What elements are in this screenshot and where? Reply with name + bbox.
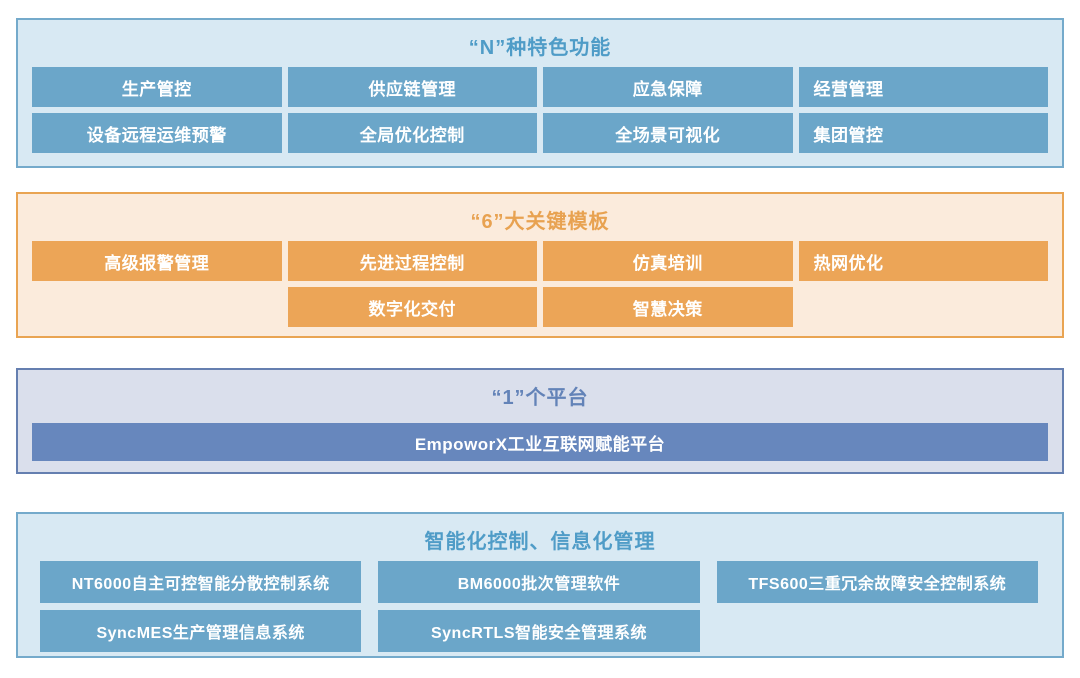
feature-box-group-control: 集团管控 xyxy=(798,113,1048,153)
featured-functions-title: “N”种特色功能 xyxy=(468,37,612,59)
template-box-advanced-process-control: 先进过程控制 xyxy=(287,241,537,281)
feature-box-emergency-support: 应急保障 xyxy=(543,67,793,107)
feature-box-global-optimization: 全局优化控制 xyxy=(287,113,537,153)
feature-box-production-control: 生产管控 xyxy=(32,67,282,107)
systems-grid: NT6000自主可控智能分散控制系统 BM6000批次管理软件 TFS600三重… xyxy=(18,561,1062,652)
feature-box-panorama-visualization: 全场景可视化 xyxy=(543,113,793,153)
platform-title: “1”个平台 xyxy=(491,387,589,409)
feature-box-remote-maintenance: 设备远程运维预警 xyxy=(32,113,282,153)
system-box-syncrtls: SyncRTLS智能安全管理系统 xyxy=(378,610,700,652)
template-box-simulation-training: 仿真培训 xyxy=(543,241,793,281)
section-featured-functions: “N”种特色功能 生产管控 供应链管理 应急保障 经营管理 设备远程运维预警 全… xyxy=(16,18,1064,168)
template-box-smart-decision: 智慧决策 xyxy=(543,287,793,327)
platform-bar-empoworx: EmpoworX工业互联网赋能平台 xyxy=(32,423,1048,461)
system-box-bm6000-batch: BM6000批次管理软件 xyxy=(378,561,700,603)
feature-box-supply-chain: 供应链管理 xyxy=(287,67,537,107)
feature-box-operation-management: 经营管理 xyxy=(798,67,1048,107)
template-box-heat-network-optimization: 热网优化 xyxy=(798,241,1048,281)
system-box-nt6000-dcs: NT6000自主可控智能分散控制系统 xyxy=(40,561,362,603)
key-templates-title: “6”大关键模板 xyxy=(470,211,610,233)
key-templates-grid: 高级报警管理 先进过程控制 仿真培训 热网优化 数字化交付 智慧决策 xyxy=(18,241,1062,327)
system-box-tfs600-safety: TFS600三重冗余故障安全控制系统 xyxy=(716,561,1038,603)
section-systems: 智能化控制、信息化管理 NT6000自主可控智能分散控制系统 BM6000批次管… xyxy=(16,512,1064,658)
systems-title: 智能化控制、信息化管理 xyxy=(424,531,656,553)
template-box-alarm-management: 高级报警管理 xyxy=(32,241,282,281)
system-box-syncmes: SyncMES生产管理信息系统 xyxy=(40,610,362,652)
featured-functions-grid: 生产管控 供应链管理 应急保障 经营管理 设备远程运维预警 全局优化控制 全场景… xyxy=(18,67,1062,153)
section-platform: “1”个平台 EmpoworX工业互联网赋能平台 xyxy=(16,368,1064,474)
section-key-templates: “6”大关键模板 高级报警管理 先进过程控制 仿真培训 热网优化 数字化交付 智… xyxy=(16,192,1064,338)
template-box-digital-delivery: 数字化交付 xyxy=(287,287,537,327)
